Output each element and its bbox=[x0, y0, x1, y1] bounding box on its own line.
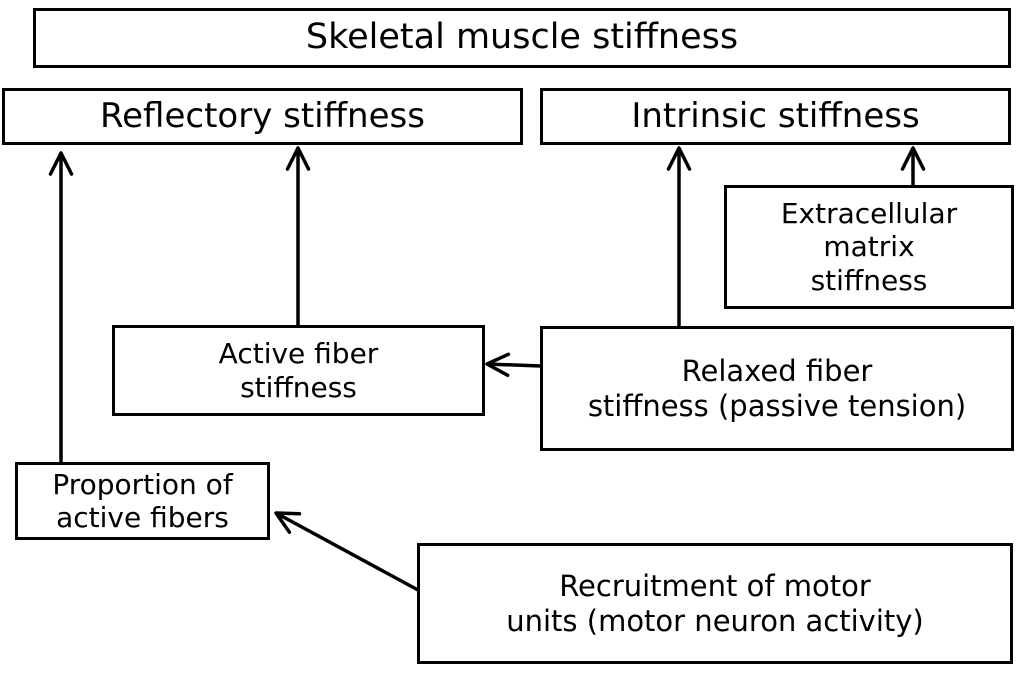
edge-relaxed-to-active bbox=[485, 352, 542, 378]
recruitment-of-motor-units-line-1: Recruitment of motor bbox=[559, 569, 871, 604]
recruitment-of-motor-units-line-2: units (motor neuron activity) bbox=[506, 603, 924, 638]
relaxed-fiber-stiffness-line-1: Relaxed fiber bbox=[681, 354, 873, 389]
extracellular-matrix-stiffness-box: Extracellular matrix stiffness bbox=[724, 185, 1014, 309]
extracellular-matrix-stiffness-line-2: matrix bbox=[823, 230, 915, 264]
relaxed-fiber-stiffness-box: Relaxed fiber stiffness (passive tension… bbox=[540, 326, 1014, 451]
skeletal-muscle-stiffness-label: Skeletal muscle stiffness bbox=[305, 17, 739, 58]
edge-recruitment-to-proportion bbox=[274, 511, 419, 592]
extracellular-matrix-stiffness-line-3: stiffness bbox=[810, 263, 928, 297]
active-fiber-stiffness-line-2: stiffness bbox=[240, 370, 357, 404]
active-fiber-stiffness-line-1: Active fiber bbox=[218, 337, 379, 371]
proportion-of-active-fibers-line-2: active fibers bbox=[56, 501, 229, 534]
recruitment-of-motor-units-box: Recruitment of motor units (motor neuron… bbox=[417, 543, 1013, 664]
reflectory-stiffness-label: Reflectory stiffness bbox=[100, 96, 425, 137]
active-fiber-stiffness-box: Active fiber stiffness bbox=[112, 325, 485, 416]
reflectory-stiffness-box: Reflectory stiffness bbox=[2, 88, 523, 145]
proportion-of-active-fibers-box: Proportion of active fibers bbox=[15, 462, 270, 540]
intrinsic-stiffness-label: Intrinsic stiffness bbox=[631, 96, 920, 137]
proportion-of-active-fibers-line-1: Proportion of bbox=[52, 467, 233, 501]
relaxed-fiber-stiffness-line-2: stiffness (passive tension) bbox=[587, 388, 967, 423]
skeletal-muscle-stiffness-box: Skeletal muscle stiffness bbox=[33, 8, 1011, 68]
extracellular-matrix-stiffness-line-1: Extracellular bbox=[780, 197, 958, 231]
intrinsic-stiffness-box: Intrinsic stiffness bbox=[540, 88, 1011, 145]
